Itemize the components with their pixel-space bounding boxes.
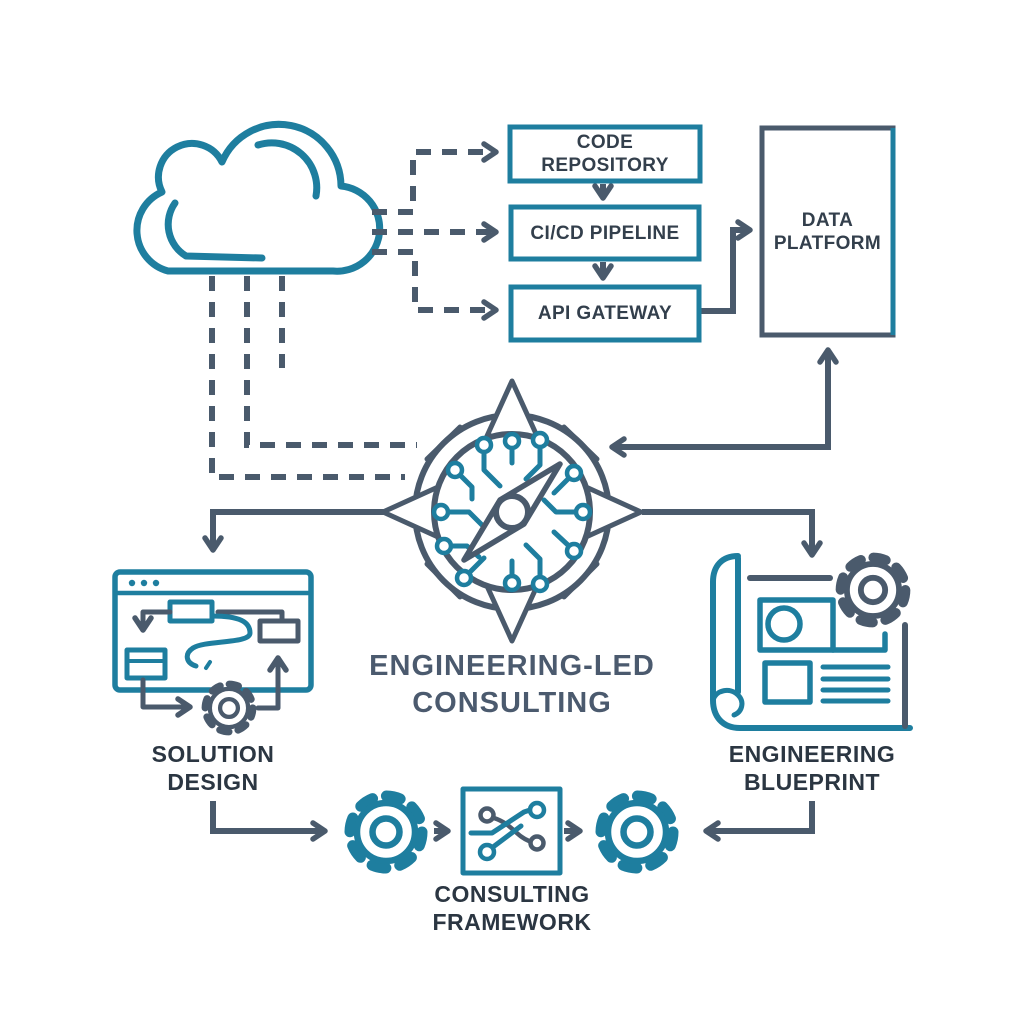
- cloud-icon: [133, 120, 384, 275]
- gear-icon: [841, 558, 906, 623]
- blueprint-text-lines: [820, 664, 891, 704]
- consulting-framework-row: [350, 786, 673, 876]
- cicd-pipeline-box: [508, 204, 702, 262]
- gear-icon: [350, 796, 422, 868]
- compass-ring-ticks: [424, 424, 600, 600]
- browser-dots: [128, 579, 160, 587]
- gear-icon: [205, 684, 253, 732]
- browser-flowchart-icon: [112, 569, 314, 732]
- flow-arrows: [202, 183, 839, 842]
- api-gateway-box: [508, 284, 702, 343]
- data-platform-box: [759, 125, 896, 338]
- compass-circuit-icon: [380, 378, 644, 644]
- compass-hub: [493, 493, 531, 531]
- blueprint-icon: [710, 556, 913, 731]
- circuit-traces: [445, 444, 579, 580]
- code-repository-box: [507, 124, 703, 184]
- cloud-to-pipeline-dashed-links: [372, 141, 499, 321]
- pipeline-boxes: [507, 124, 896, 343]
- circuit-nodes: [431, 430, 593, 594]
- gear-icon: [601, 796, 673, 868]
- cloud-to-compass-dashed-links: [209, 276, 417, 480]
- circuit-split-icon: [468, 800, 547, 862]
